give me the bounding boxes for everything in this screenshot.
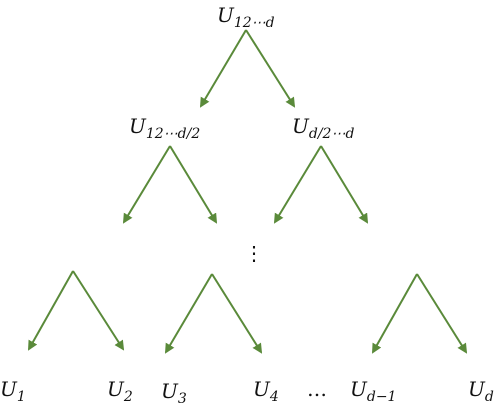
leaf-ud-label: Ud xyxy=(468,377,494,405)
edge-left-mid-to-left xyxy=(122,145,171,224)
edge-subtree1-right xyxy=(72,270,125,351)
node-root-label: U12⋯d xyxy=(217,3,275,31)
edge-subtree1-left xyxy=(28,270,74,351)
horizontal-ellipsis: … xyxy=(307,377,327,401)
leaf-u1-label: U1 xyxy=(0,377,26,405)
leaf-u3-label: U3 xyxy=(161,379,187,407)
edge-right-mid-to-left xyxy=(273,145,322,224)
edges xyxy=(28,29,468,354)
leaf-u2-label: U2 xyxy=(107,377,133,405)
leaf-u4-label: U4 xyxy=(253,377,279,405)
node-left-mid-label: U12⋯d/2 xyxy=(129,114,200,142)
edge-subtree2-right xyxy=(211,273,263,354)
edge-left-mid-to-right xyxy=(169,145,218,224)
leaf-ud-minus-1-label: Ud−1 xyxy=(350,377,396,405)
edge-root-to-right-mid xyxy=(245,29,296,108)
vertical-ellipsis: ⋮ xyxy=(244,241,264,265)
edge-subtree3-right xyxy=(416,273,468,354)
node-right-mid-label: Ud/2⋯d xyxy=(292,114,354,142)
edge-subtree3-left xyxy=(372,273,418,354)
edge-root-to-left-mid xyxy=(199,29,247,108)
edge-right-mid-to-right xyxy=(320,145,369,224)
edge-subtree2-left xyxy=(164,273,213,354)
